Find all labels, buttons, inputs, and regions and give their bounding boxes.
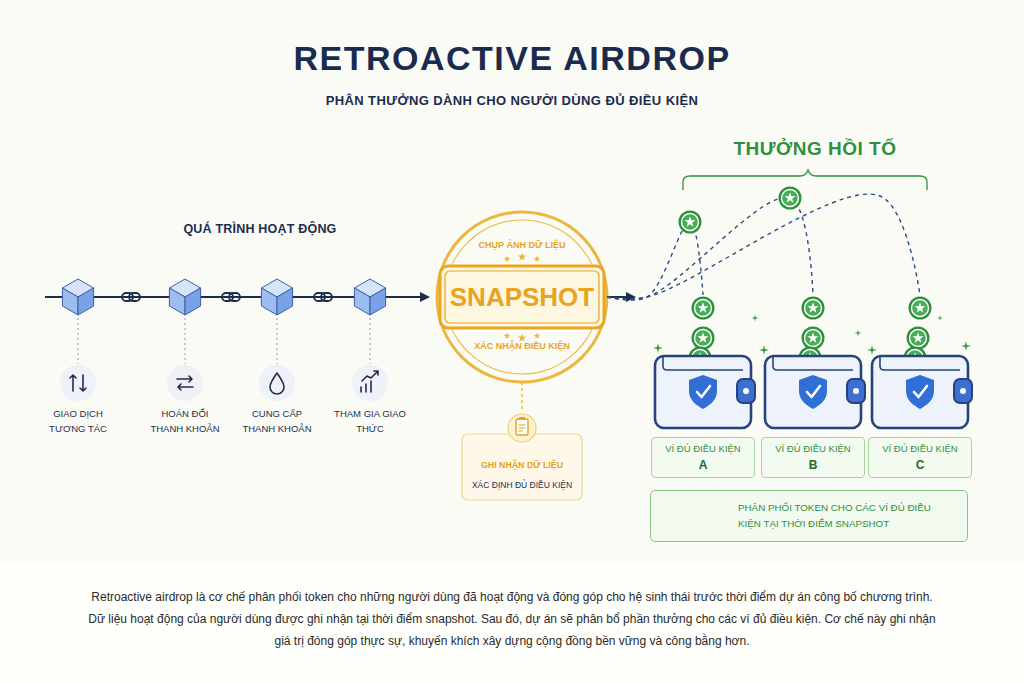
stamp-star [518, 334, 527, 342]
node-text: B [761, 458, 865, 473]
node-text: VÍ ĐỦ ĐIỀU KIỆN [868, 443, 972, 455]
wallet-b-art [765, 297, 865, 429]
icon-circle [259, 365, 295, 401]
wallet-a-art [655, 297, 755, 429]
wallet-card: VÍ ĐỦ ĐIỀU KIỆN A [651, 295, 755, 483]
coin [692, 327, 715, 350]
title: RETROACTIVE AIRDROP [0, 38, 1024, 79]
output-arrow [609, 296, 634, 298]
activity-item: CUNG CẤP THANH KHOẢN [227, 363, 327, 443]
chain-links [122, 293, 332, 301]
coin [692, 297, 715, 320]
coin [909, 297, 932, 320]
wallet-c-art [872, 297, 972, 429]
stamp-star [534, 256, 541, 262]
block-cube [169, 279, 200, 315]
leader-line [184, 318, 185, 364]
node-text: XÁC ĐỊNH ĐỦ ĐIỀU KIỆN [457, 480, 587, 491]
node-text: THAM GIA GIAO THỨC [334, 407, 406, 436]
stamp-star [504, 256, 511, 262]
label-text: THƯỞNG HỒI TỐ [700, 137, 930, 161]
node-text: VÍ ĐỦ ĐIỀU KIỆN [651, 443, 755, 455]
node-text: GHI NHẬN DỮ LIỆU [457, 460, 587, 471]
sparkle [653, 343, 663, 353]
clipboard-icon [516, 419, 528, 435]
transaction-icon [70, 375, 86, 391]
sparkle [867, 345, 877, 355]
sparkle [961, 341, 971, 351]
wallet-card: VÍ ĐỦ ĐIỀU KIỆN B [761, 295, 865, 483]
snapshot-stamp-art [437, 212, 607, 382]
sparkle [855, 330, 862, 337]
wallet [765, 356, 865, 428]
reward-bracket [683, 170, 927, 190]
connector [607, 222, 703, 300]
connector [521, 382, 522, 410]
node-text: HOÁN ĐỔI THANH KHOẢN [149, 407, 221, 436]
sparkle [752, 315, 759, 322]
node-text: A [651, 458, 755, 473]
swap-icon [177, 376, 193, 390]
icon-circle [167, 365, 203, 401]
node-text: CUNG CẤP THANH KHOẢN [241, 407, 313, 436]
sparkle [937, 315, 943, 321]
chain-link [321, 293, 332, 301]
icon-circles [60, 365, 388, 401]
sparkles [653, 315, 971, 356]
block-cube [354, 279, 385, 315]
icon-circle [352, 365, 388, 401]
node-text: CHỤP ẢNH DỮ LIỆU [437, 240, 607, 251]
clipboard-lines [519, 425, 526, 431]
node-text: C [868, 458, 972, 473]
snapshot-stamp: CHỤP ẢNH DỮ LIỆU SNAPSHOT XÁC NHẬN ĐIỀU KI… [437, 212, 607, 382]
wallet [655, 356, 755, 428]
coin [802, 327, 825, 350]
leader-lines [78, 318, 370, 364]
record-box: GHI NHẬN DỮ LIỆU XÁC ĐỊNH ĐỦ ĐIỀU KIỆN [457, 410, 587, 500]
coin [907, 327, 930, 350]
caption: Retroactive airdrop là cơ chế phân phối … [82, 586, 942, 652]
clipboard-circle [508, 414, 536, 442]
activity-icons [70, 371, 378, 394]
coin [779, 187, 802, 210]
leader-line [276, 318, 277, 364]
block-cube [62, 279, 93, 315]
coin [802, 297, 825, 320]
block-cube [261, 279, 292, 315]
stamp-ring [437, 212, 607, 382]
distribution-box: PHÂN PHỐI TOKEN CHO CÁC VÍ ĐỦ ĐIỀU KIỆN … [650, 490, 968, 542]
label-text: PHÂN THƯỞNG DÀNH CHO NGƯỜI DÙNG ĐỦ ĐIỀU … [0, 93, 1024, 109]
sparkle [759, 345, 769, 355]
clipboard-clip [519, 417, 525, 420]
stamp-star [534, 333, 541, 339]
connector [607, 194, 920, 299]
chart-icon [361, 371, 378, 392]
node-text: XÁC NHẬN ĐIỀU KIỆN [437, 341, 607, 352]
node-text: GIAO DỊCH TƯƠNG TÁC [42, 407, 114, 436]
activity-item: THAM GIA GIAO THỨC [320, 363, 420, 443]
leader-line [77, 318, 78, 364]
wallet-card: VÍ ĐỦ ĐIỀU KIỆN C [868, 295, 972, 483]
chain-link [229, 293, 240, 301]
caption-band [0, 562, 1024, 683]
wallet [872, 356, 972, 428]
connector [607, 197, 813, 299]
node-text: PHÂN PHỐI TOKEN CHO CÁC VÍ ĐỦ ĐIỀU KIỆN … [738, 500, 953, 532]
activity-item: GIAO DỊCH TƯƠNG TÁC [28, 363, 128, 443]
leader-line [369, 318, 370, 364]
node-text: SNAPSHOT [437, 282, 607, 312]
activity-item: HOÁN ĐỔI THANH KHOẢN [135, 363, 235, 443]
liquidity-icon [270, 373, 284, 394]
coin [679, 211, 702, 234]
chain-link [129, 293, 140, 301]
stamp-star [518, 253, 527, 261]
icon-circle [60, 365, 96, 401]
node-text: VÍ ĐỦ ĐIỀU KIỆN [761, 443, 865, 455]
stamp-star [504, 333, 511, 339]
label-text: QUÁ TRÌNH HOẠT ĐỘNG [160, 222, 360, 238]
